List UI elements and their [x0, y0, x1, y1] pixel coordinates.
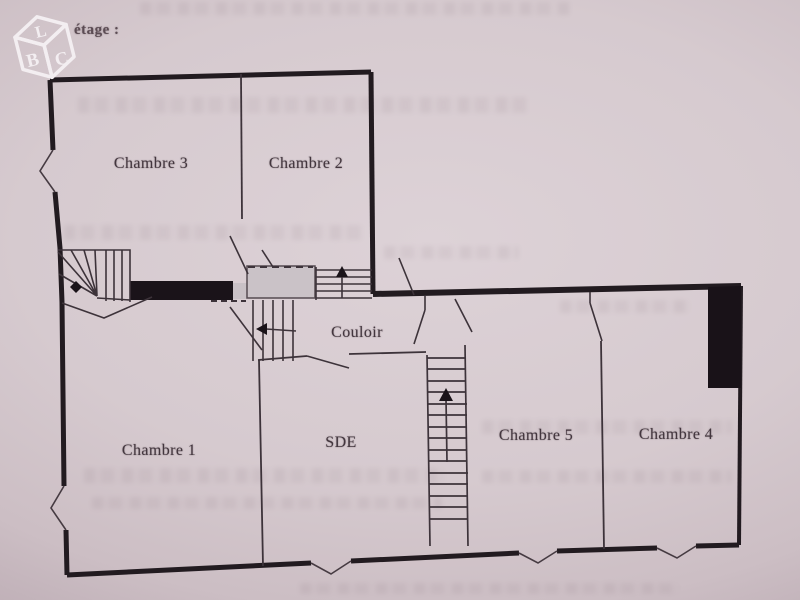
wall-opening-shaded — [233, 283, 247, 299]
room-label-chambre2: Chambre 2 — [268, 155, 344, 172]
bleedthrough-text-row — [92, 497, 442, 509]
interior-black-wall — [130, 281, 233, 300]
main-staircase — [426, 344, 469, 547]
bleedthrough-text-row — [482, 470, 732, 483]
lbc-dice-logo: L B C — [13, 15, 76, 80]
stair-direction-marker — [70, 281, 82, 293]
logo-letter-c: C — [53, 47, 71, 71]
stairs-up-arrow-icon — [439, 388, 453, 401]
room-label-chambre5: Chambre 5 — [498, 427, 574, 444]
room-label-couloir: Couloir — [331, 324, 383, 341]
stairs-left-arrow-icon — [256, 323, 267, 335]
room-label-chambre4: Chambre 4 — [638, 426, 714, 443]
shaded-landing-box — [211, 265, 316, 302]
door-swing-lines — [229, 235, 603, 369]
dice-right-face — [42, 22, 76, 80]
bleedthrough-text-row — [384, 246, 519, 259]
room-label-sde: SDE — [325, 434, 357, 451]
stairs-up-arrow-icon — [336, 266, 348, 277]
bleedthrough-text-row — [140, 2, 570, 15]
bleedthrough-text-row — [84, 468, 444, 483]
logo-letter-b: B — [24, 49, 41, 72]
winder-staircase — [57, 249, 153, 319]
bleedthrough-text-row — [300, 583, 680, 594]
logo-letter-l: L — [33, 21, 48, 42]
chimney-mass — [708, 286, 741, 388]
room-label-chambre3: Chambre 3 — [113, 155, 189, 172]
bleedthrough-text-row — [78, 97, 528, 113]
bleedthrough-text-row — [482, 420, 732, 434]
couloir-steps-down — [252, 300, 297, 361]
bleedthrough-text-row — [64, 225, 364, 240]
window-break-symbols — [39, 149, 697, 575]
room-label-chambre1: Chambre 1 — [121, 442, 197, 459]
floor-caption: étage : — [74, 22, 120, 38]
exterior-walls — [47, 69, 743, 578]
landing-steps-up — [315, 266, 372, 300]
